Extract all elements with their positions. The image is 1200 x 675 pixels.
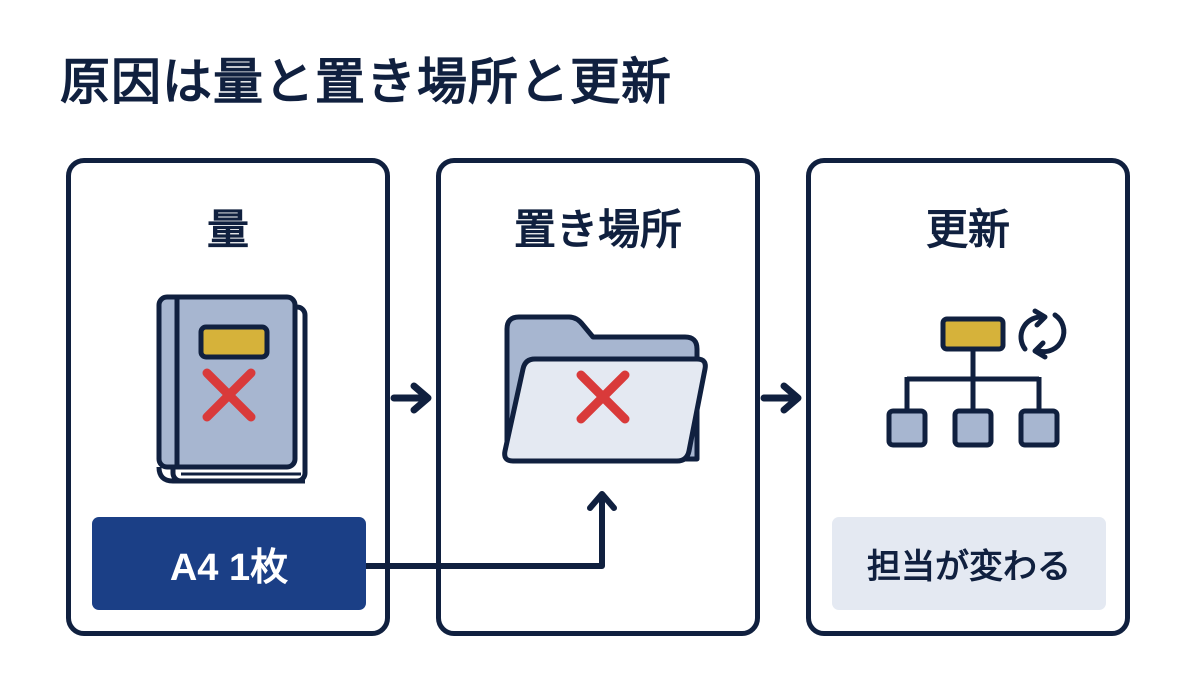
badge-a4-one-page: A4 1枚 [92, 517, 366, 610]
card-location: 置き場所 [436, 158, 760, 636]
card-title-update: 更新 [925, 205, 1010, 254]
org-chart-refresh-icon [886, 308, 1067, 448]
arrow-right-icon [760, 382, 802, 414]
card-title-location: 置き場所 [513, 205, 682, 254]
page-title: 原因は量と置き場所と更新 [60, 53, 672, 111]
badge-owner-changes: 担当が変わる [832, 517, 1106, 610]
card-title-quantity: 量 [206, 205, 249, 254]
folder-crossed-icon [502, 314, 708, 464]
elbow-arrow-icon [366, 491, 617, 569]
arrow-right-icon [390, 382, 432, 414]
card-quantity: 量 [66, 158, 390, 636]
book-crossed-icon [156, 294, 308, 484]
